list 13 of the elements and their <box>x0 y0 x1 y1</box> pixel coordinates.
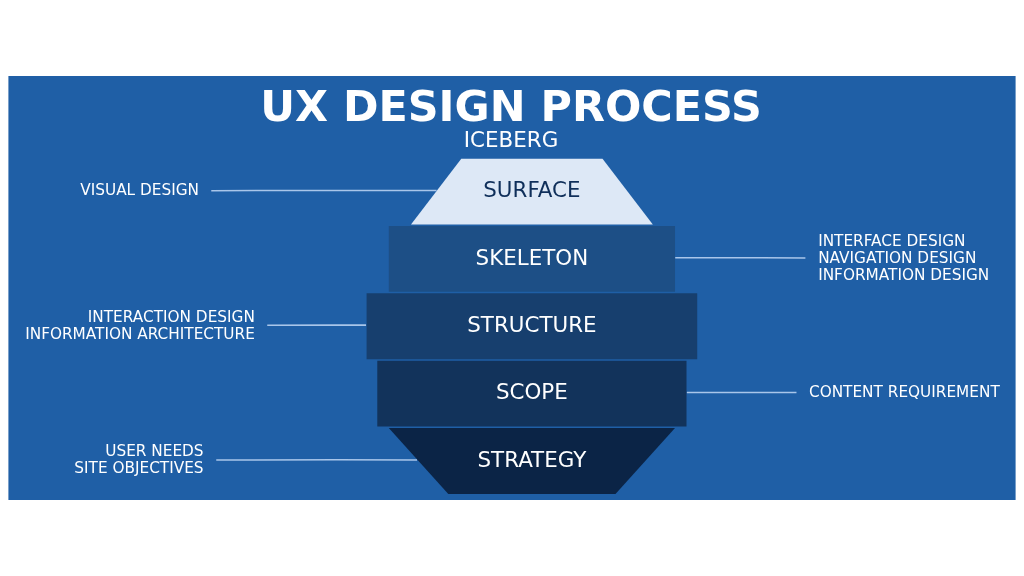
connector <box>686 391 798 394</box>
node-text: USER NEEDS SITE OBJECTIVES <box>74 442 204 478</box>
connector <box>215 459 418 461</box>
node-text: CONTENT REQUIREMENT <box>808 383 1000 402</box>
connector <box>210 189 438 192</box>
node-text: INTERACTION DESIGN INFORMATION ARCHITECTURE <box>25 307 255 343</box>
connector <box>266 324 367 326</box>
node-box: SCOPE <box>377 360 687 427</box>
node-text: INTERFACE DESIGN NAVIGATION DESIGN INFORMATION DESIGN <box>818 231 990 284</box>
node-box: SKELETON <box>388 226 675 292</box>
node-box: STRUCTURE <box>366 293 698 360</box>
connector <box>674 257 807 259</box>
node-text: VISUAL DESIGN <box>80 181 199 200</box>
